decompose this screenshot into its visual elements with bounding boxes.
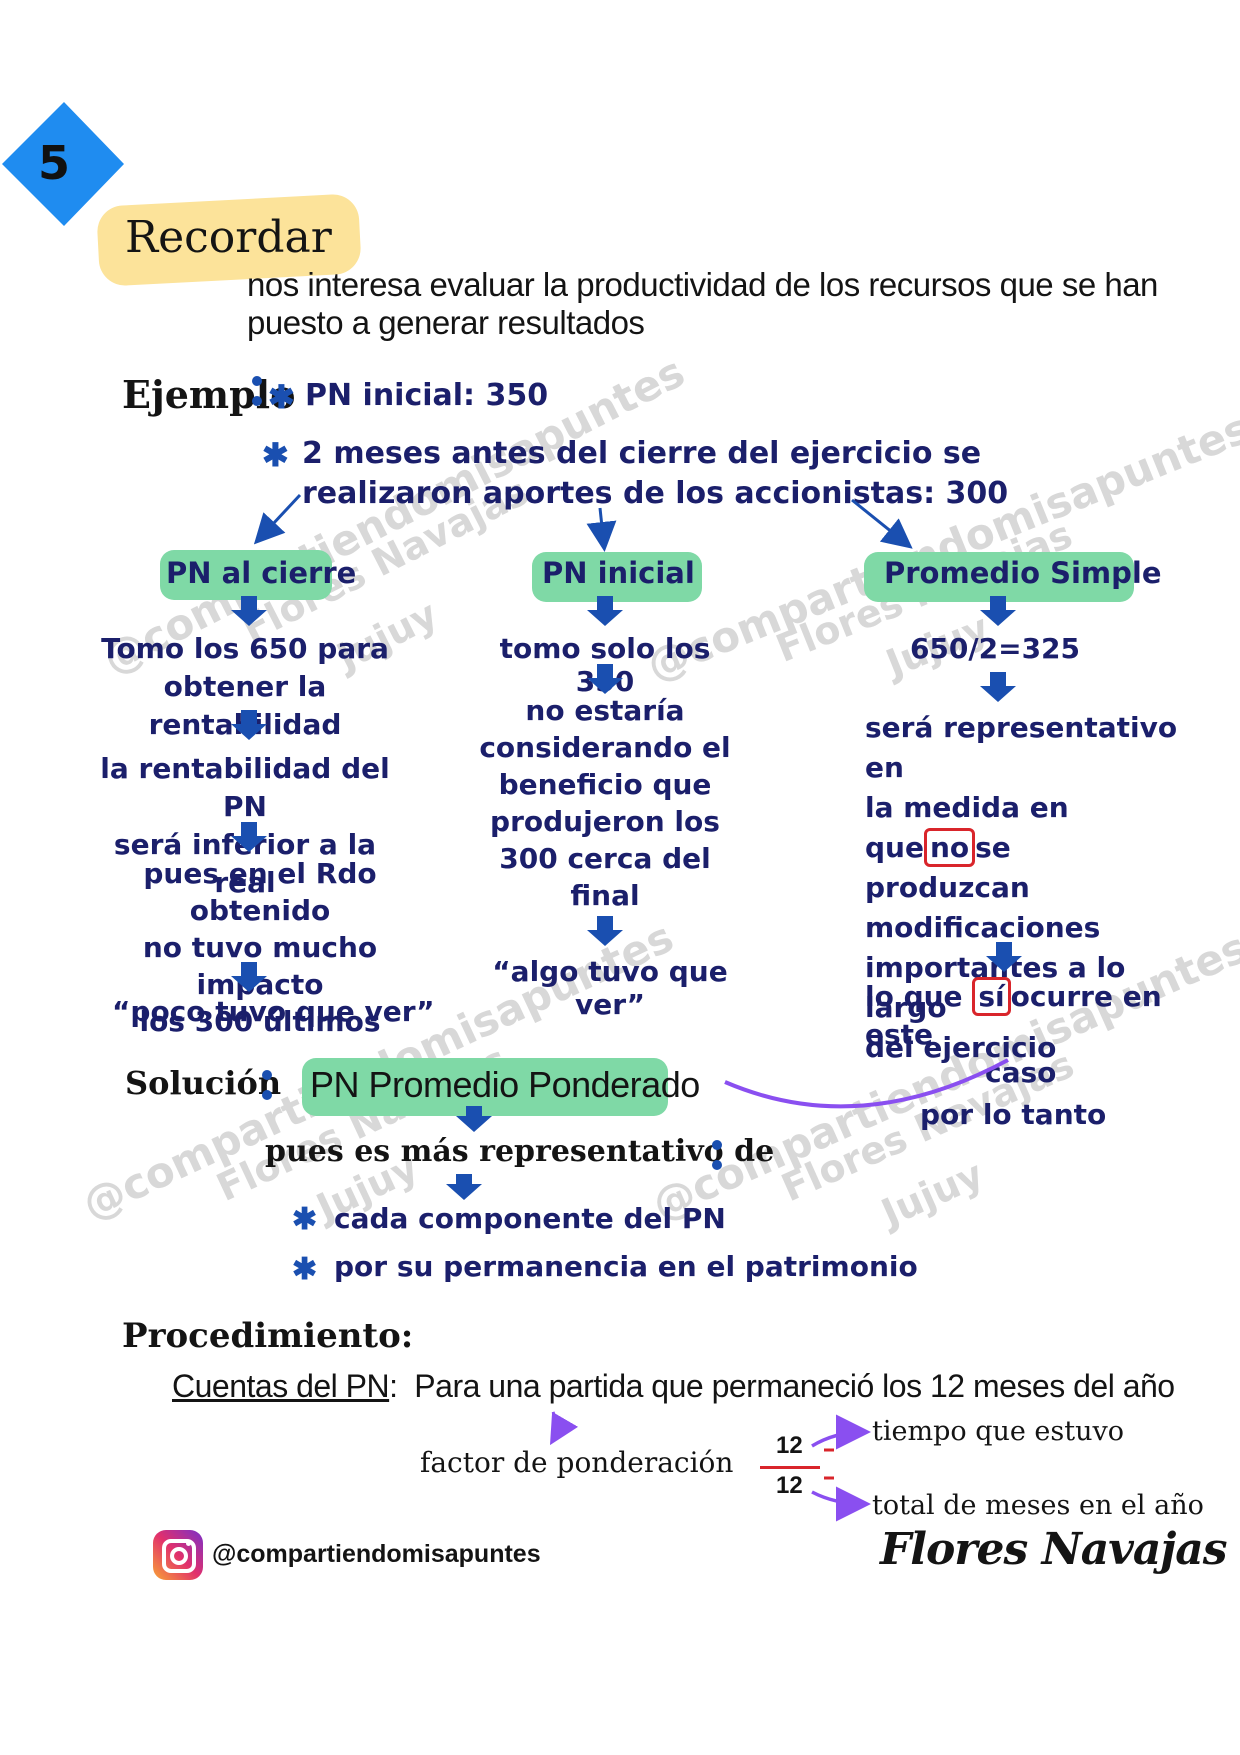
- solucion-label: Solución: [125, 1064, 282, 1102]
- middle-quote: “algo tuvo que ver”: [492, 955, 728, 1021]
- right-step3-a: lo que: [865, 980, 963, 1013]
- middle-step2-line3: beneficio que: [498, 768, 712, 801]
- fraction-bar: [760, 1466, 820, 1469]
- right-step2-line6: del ejercicio: [865, 1031, 1057, 1064]
- right-step3-b: ocurre en este: [865, 980, 1162, 1051]
- right-step2-line2-a: la medida en que: [865, 791, 1069, 864]
- cuentas-label: Cuentas del PN: [172, 1368, 390, 1404]
- fraction-numerator: 12: [776, 1432, 803, 1459]
- right-step2-line3: produzcan: [865, 871, 1030, 904]
- asterisk-icon: ✱: [268, 379, 295, 415]
- boxed-no: no: [923, 828, 976, 867]
- solucion-value: PN Promedio Ponderado: [310, 1064, 700, 1105]
- right-step2-line4: modificaciones: [865, 911, 1101, 944]
- middle-step2-line2: considerando el: [479, 731, 731, 764]
- colon-dots: [252, 376, 262, 406]
- cuentas-line: Cuentas del PN: Para una partida que per…: [172, 1368, 1175, 1404]
- left-step2-line1: la rentabilidad del PN: [100, 752, 390, 823]
- column-header-pn-al-cierre: PN al cierre: [166, 556, 357, 590]
- boxed-si: sí: [972, 977, 1011, 1016]
- header-highlight: [160, 550, 332, 600]
- instagram-handle[interactable]: @compartiendomisapuntes: [212, 1540, 541, 1568]
- right-step2-line1: será representativo en: [865, 711, 1178, 784]
- left-step3: pues en el Rdo obtenido no tuvo mucho im…: [80, 855, 440, 1040]
- left-step3-line3: los 300 últimos: [139, 1005, 381, 1038]
- arrow-to-promedio-simple: [851, 498, 913, 549]
- left-quote: “poco tuvo que ver”: [112, 995, 435, 1028]
- arrow-to-pn-al-cierre: [253, 493, 302, 545]
- procedimiento-label: Procedimiento:: [122, 1316, 414, 1356]
- por-lo-tanto: por lo tanto: [920, 1098, 1107, 1131]
- asterisk-icon: ✱: [262, 437, 289, 473]
- solucion-highlight: [302, 1058, 668, 1116]
- column-header-pn-inicial: PN inicial: [542, 556, 695, 590]
- header-highlight: [532, 552, 702, 602]
- middle-step2-line5: 300 cerca del: [499, 842, 711, 875]
- recordar-text-line1: nos interesa evaluar la productividad de…: [247, 266, 1158, 303]
- por-lo-tanto-curve: [724, 1058, 1009, 1109]
- left-step2: la rentabilidad del PN será inferior a l…: [80, 750, 410, 902]
- ejemplo-label: Ejemplo: [122, 372, 296, 417]
- denominator-note: total de meses en el año: [872, 1490, 1204, 1521]
- ejemplo-bullet2-line1: 2 meses antes del cierre del ejercicio s…: [302, 436, 982, 471]
- middle-step2-line6: final: [570, 879, 640, 912]
- numerator-note: tiempo que estuvo: [872, 1416, 1125, 1447]
- solucion-bullet1: cada componente del PN: [334, 1202, 726, 1235]
- ejemplo-bullet1: PN inicial: 350: [305, 378, 549, 413]
- solucion-reason: pues es más representativo de: [265, 1134, 775, 1169]
- fraction-denominator: 12: [776, 1472, 803, 1499]
- right-step2-line2-b: se: [975, 831, 1011, 864]
- step-number-badge: [2, 102, 124, 226]
- recordar-title: Recordar: [125, 212, 332, 263]
- middle-step2: no estaría considerando el beneficio que…: [470, 692, 740, 914]
- left-step3-line1: pues en el Rdo obtenido: [143, 857, 377, 927]
- ejemplo-bullet2-line2: realizaron aportes de los accionistas: 3…: [302, 476, 1009, 511]
- numerator-arrow: [811, 1414, 871, 1450]
- colon-dots: [262, 1070, 272, 1100]
- cuentas-text: Para una partida que permaneció los 12 m…: [414, 1368, 1175, 1404]
- signature: Flores Navajas: [880, 1524, 1228, 1575]
- middle-step2-line4: produjeron los: [490, 805, 720, 838]
- header-highlight: [864, 552, 1134, 602]
- right-step3-line2: caso: [985, 1056, 1057, 1089]
- asterisk-icon: ✱: [292, 1253, 318, 1286]
- recordar-text-line2: puesto a generar resultados: [247, 304, 645, 341]
- instagram-icon: [153, 1530, 203, 1580]
- denominator-arrow: [811, 1486, 871, 1522]
- right-step1: 650/2=325: [909, 632, 1081, 665]
- factor-down-arrow: [549, 1411, 579, 1446]
- column-header-promedio-simple: Promedio Simple: [884, 556, 1162, 590]
- arrow-to-pn-inicial: [586, 507, 617, 552]
- step-number: 5: [38, 136, 71, 190]
- factor-label: factor de ponderación: [420, 1446, 734, 1479]
- left-step1-line1: Tomo los 650 para: [101, 632, 389, 665]
- down-arrows: [231, 596, 1022, 1200]
- asterisk-icon: ✱: [292, 1203, 318, 1236]
- left-step3-line2: no tuvo mucho impacto: [142, 931, 378, 1001]
- solucion-bullet2: por su permanencia en el patrimonio: [334, 1250, 918, 1283]
- middle-step2-line1: no estaría: [525, 694, 685, 727]
- colon-dots: [712, 1140, 722, 1170]
